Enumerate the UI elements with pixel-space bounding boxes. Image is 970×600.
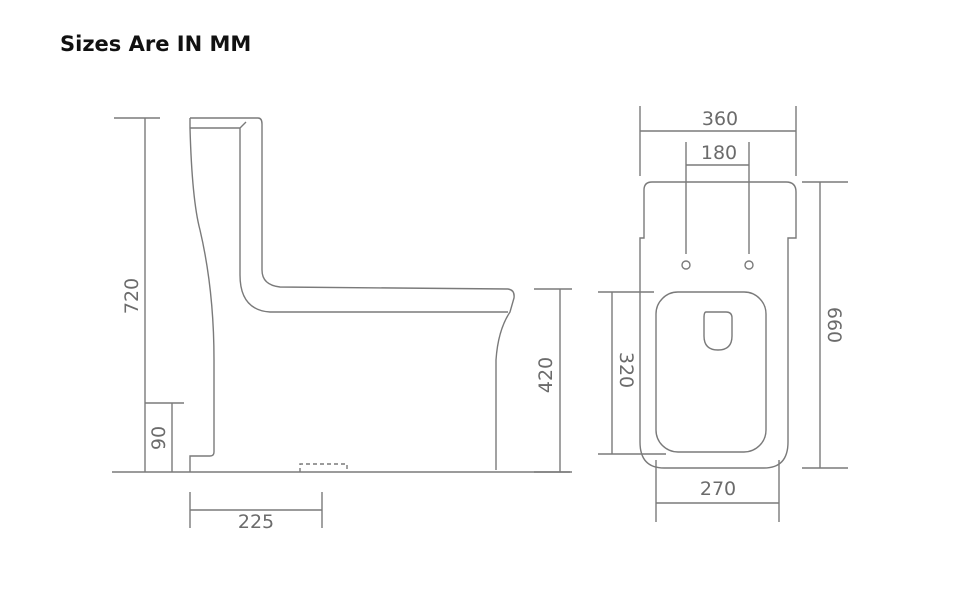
overall-length-label: 660 <box>823 307 845 343</box>
seat-length-label: 320 <box>615 352 637 388</box>
bowl-width-label: 270 <box>700 478 736 500</box>
overall-height-label: 720 <box>121 278 143 314</box>
seat-height-label: 420 <box>535 357 557 393</box>
overall-width-label: 360 <box>702 108 738 130</box>
side-view-outline <box>112 117 570 473</box>
side-dimension-lines <box>114 117 572 528</box>
hole-spacing-label: 180 <box>701 142 737 164</box>
page-title: Sizes Are IN MM <box>60 32 252 56</box>
top-view-outline <box>639 181 797 469</box>
outlet-height-label: 90 <box>148 426 170 450</box>
rough-in-label: 225 <box>238 511 274 533</box>
top-dimension-lines <box>598 106 848 522</box>
